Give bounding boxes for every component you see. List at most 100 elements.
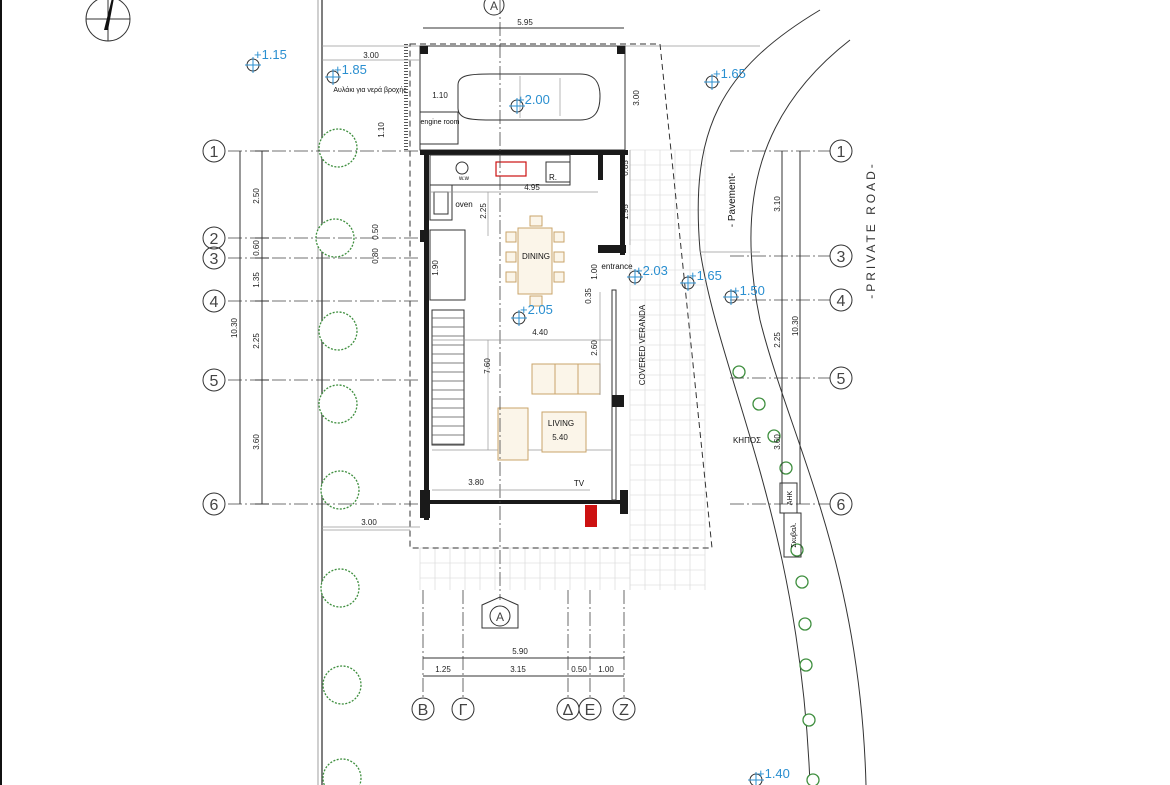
level-marker: +1.15 (245, 47, 287, 73)
grid-col-g: Γ (459, 702, 468, 719)
dim-left-chain-4: 2.25 (252, 333, 261, 349)
dim-wc-depth: 1.90 (431, 260, 440, 276)
grid-row-3-left: 3 (210, 251, 219, 268)
grid-col-b: B (418, 702, 429, 719)
grid-col-d: Δ (563, 702, 574, 719)
dim-kitchen-depth: 2.25 (479, 203, 488, 219)
meter-box: ΑΗΚ Σκυβαλ. (779, 482, 802, 558)
armchair-icon (497, 407, 529, 461)
tree-icon (318, 384, 358, 424)
level-label-7: +1.50 (732, 283, 765, 298)
dim-top-width: 5.95 (517, 18, 533, 27)
label-engine-room: engine room (421, 119, 460, 126)
room-label-dining: DINING (522, 252, 550, 261)
tree-icon (322, 758, 362, 785)
paving-tiles (419, 149, 706, 590)
dim-garage-depth: 3.00 (632, 90, 641, 106)
shrub-icon (752, 397, 766, 411)
level-marker: +1.65 (680, 268, 722, 291)
living-furniture (497, 363, 601, 461)
room-label-living: LIVING (548, 419, 574, 428)
level-label-8: +2.05 (520, 302, 553, 317)
label-garden: ΚΗΠΟΣ (733, 436, 761, 445)
shrub-icon (806, 773, 820, 785)
coffee-table (541, 411, 587, 453)
tree-icon (320, 568, 360, 608)
label-washing-machine: w.w (458, 176, 470, 182)
level-marker: +2.03 (627, 263, 668, 285)
tree-icon (318, 311, 358, 351)
tree-row (315, 128, 362, 785)
label-private-road: -PRIVATE ROAD- (864, 161, 878, 299)
grid-col-z: Z (619, 702, 629, 719)
grid-bubbles-left: 1 2 3 4 5 6 (202, 139, 226, 516)
private-road (697, 9, 867, 785)
dining-table (505, 215, 565, 307)
sink-icon (495, 161, 527, 177)
level-label-5: +2.03 (635, 263, 668, 278)
staircase (431, 309, 465, 446)
level-label-4: +1.65 (713, 66, 746, 81)
dim-entrance-step: 0.35 (584, 288, 593, 304)
dim-bottom-left: 3.00 (361, 518, 377, 527)
grid-row-4-left: 4 (210, 294, 219, 311)
tree-icon (318, 128, 358, 168)
dim-bottom-part-2: 3.15 (510, 665, 526, 674)
level-label-3: +2.00 (517, 92, 550, 107)
shrub-icon (798, 617, 812, 631)
level-marker: +1.85 (325, 62, 367, 85)
tree-icon (320, 470, 360, 510)
grid-bubbles-right: 1 3 4 5 6 (829, 139, 853, 516)
interior-dimensions (322, 27, 631, 528)
label-drying-yard: Αυλάκι για νερά βροχής (333, 86, 407, 94)
dim-left-total: 10.30 (230, 317, 239, 338)
dim-bottom-part-3: 0.50 (571, 665, 587, 674)
grid-row-5-right: 5 (837, 371, 846, 388)
grid-row-1-right: 1 (837, 144, 846, 161)
bottom-dimension-chain: 5.90 1.25 3.15 0.50 1.00 (423, 647, 624, 677)
section-line-a: A A (481, 0, 519, 629)
tree-icon (322, 665, 362, 705)
dim-entry-width: 0.85 (621, 160, 630, 176)
grid-bubbles-bottom: B Γ Δ E Z (411, 697, 636, 721)
dim-left-chain-5: 3.60 (252, 434, 261, 450)
dim-garage-gap-side: 1.10 (377, 122, 386, 138)
shrub-icon (790, 543, 804, 557)
dim-stair-gap: 0.50 (371, 224, 380, 240)
dim-right-chain-3: 3.60 (773, 434, 782, 450)
grid-row-2-left: 2 (210, 231, 219, 248)
dim-entry-depth: 1.95 (621, 204, 630, 220)
dim-right-total: 10.30 (791, 315, 800, 336)
room-label-covered-veranda: COVERED VERANDA (638, 304, 647, 385)
level-label-2: +1.85 (334, 62, 367, 77)
label-refrigerator: R. (549, 173, 557, 182)
shrub-icon (779, 461, 793, 475)
grid-row-4-right: 4 (837, 293, 846, 310)
wc (429, 229, 466, 301)
dim-right-chain-1: 3.10 (773, 196, 782, 212)
dim-garage-gap: 1.10 (432, 91, 448, 100)
grid-row-1-left: 1 (210, 144, 219, 161)
label-bin: Σκυβαλ. (791, 522, 798, 547)
sofa-icon (531, 363, 601, 395)
level-label-6: +1.65 (689, 268, 722, 283)
fireplace (585, 505, 597, 527)
dim-left-chain-1: 2.50 (252, 188, 261, 204)
shrub-icon (732, 365, 746, 379)
left-dimension-chain: 2.50 0.60 1.35 2.25 3.60 10.30 (230, 150, 269, 505)
dim-kitchen-width: 4.95 (524, 183, 540, 192)
shrub-icon (767, 429, 781, 443)
level-label-1: +1.15 (254, 47, 287, 62)
level-marker: +1.50 (723, 283, 765, 305)
level-marker: +2.05 (511, 302, 553, 326)
level-marker: +2.00 (509, 92, 550, 114)
dim-left-chain-2: 0.60 (252, 240, 261, 256)
level-markers: +1.15 +1.85 +2.00 +1.65 +2.03 +1.65 +1.5… (245, 47, 790, 785)
house-walls (420, 150, 628, 527)
dim-hall-depth: 2.60 (590, 340, 599, 356)
grid-row-5-left: 5 (210, 373, 219, 390)
level-label-9: +1.40 (757, 766, 790, 781)
label-tv: TV (574, 479, 585, 488)
right-dimension-chain: 3.10 2.25 3.60 10.30 (773, 151, 801, 504)
